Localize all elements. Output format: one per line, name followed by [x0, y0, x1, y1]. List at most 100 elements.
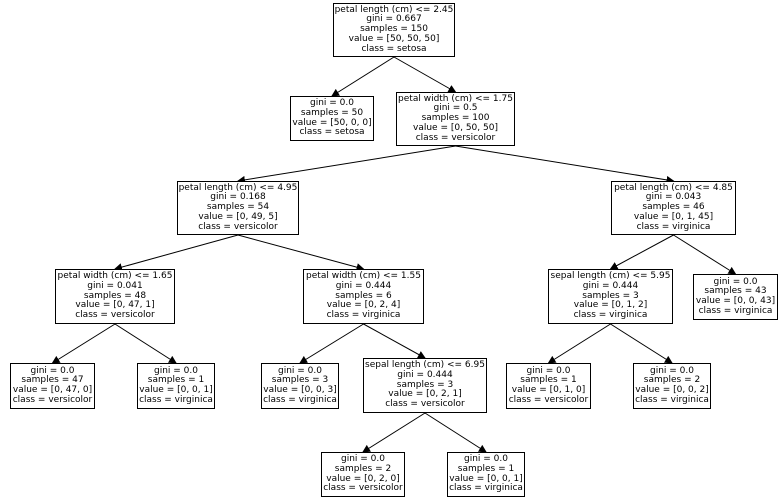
- node-line: samples = 2: [334, 463, 392, 474]
- node-line: class = virginica: [698, 305, 773, 316]
- node-line: gini = 0.0: [650, 365, 694, 376]
- node-line: value = [50, 50, 50]: [348, 33, 440, 44]
- node-line: samples = 1: [457, 463, 515, 474]
- tree-node-root: petal length (cm) <= 2.45 gini = 0.667 s…: [333, 3, 455, 57]
- node-line: class = virginica: [636, 221, 711, 232]
- node-line: gini = 0.0: [310, 98, 354, 109]
- node-line: petal width (cm) <= 1.75: [398, 93, 513, 104]
- node-line: gini = 0.667: [366, 14, 422, 25]
- node-line: petal length (cm) <= 2.45: [334, 4, 454, 15]
- node-line: petal width (cm) <= 1.65: [57, 271, 173, 282]
- tree-leaf-node: gini = 0.0 samples = 1 value = [0, 0, 1]…: [447, 452, 525, 497]
- node-line: samples = 150: [360, 24, 428, 35]
- tree-edge-arrow: [237, 145, 456, 184]
- node-line: class = virginica: [139, 394, 213, 405]
- node-line: class = virginica: [573, 310, 648, 321]
- tree-split-node: petal length (cm) <= 4.95 gini = 0.168 s…: [177, 181, 299, 235]
- tree-edge-arrow: [363, 323, 426, 359]
- tree-edge-arrow: [610, 323, 673, 364]
- tree-split-node: sepal length (cm) <= 6.95 gini = 0.444 s…: [363, 358, 487, 413]
- node-line: value = [0, 0, 1]: [139, 385, 213, 395]
- node-line: samples = 3: [271, 375, 329, 386]
- node-line: value = [0, 2, 0]: [326, 473, 400, 484]
- tree-edge-arrow: [51, 323, 116, 364]
- node-line: value = [0, 2, 1]: [388, 389, 462, 400]
- tree-edge-arrow: [331, 56, 395, 97]
- tree-leaf-node: gini = 0.0 samples = 47 value = [0, 47, …: [10, 363, 95, 409]
- node-line: class = virginica: [326, 310, 401, 321]
- tree-edge-arrow: [673, 234, 737, 275]
- tree-edge-arrow: [237, 234, 365, 272]
- node-line: class = virginica: [263, 394, 337, 405]
- node-line: samples = 100: [421, 113, 490, 124]
- node-line: value = [0, 2, 4]: [326, 300, 401, 311]
- node-line: value = [0, 0, 43]: [695, 296, 776, 306]
- node-line: samples = 43: [704, 286, 767, 297]
- node-line: gini = 0.0: [526, 365, 571, 376]
- tree-split-node: petal width (cm) <= 1.65 gini = 0.041 sa…: [55, 269, 175, 324]
- tree-edge-arrow: [424, 412, 487, 453]
- node-line: class = versicolor: [385, 399, 465, 410]
- tree-edge-arrow: [362, 412, 426, 453]
- node-line: gini = 0.444: [335, 280, 392, 291]
- node-line: value = [50, 0, 0]: [292, 117, 372, 128]
- tree-leaf-node: gini = 0.0 samples = 1 value = [0, 0, 1]…: [137, 363, 215, 409]
- node-line: samples = 54: [206, 202, 270, 213]
- node-line: samples = 48: [83, 290, 147, 301]
- node-line: value = [0, 47, 1]: [75, 300, 155, 311]
- node-line: sepal length (cm) <= 5.95: [550, 271, 671, 282]
- node-line: gini = 0.444: [582, 280, 639, 291]
- node-line: samples = 1: [520, 375, 577, 386]
- node-line: samples = 46: [642, 202, 705, 213]
- node-line: class = versicolor: [12, 394, 93, 405]
- node-line: value = [0, 47, 0]: [12, 385, 93, 395]
- tree-edge-arrow: [114, 323, 177, 364]
- tree-leaf-node: gini = 0.0 samples = 2 value = [0, 2, 0]…: [321, 452, 405, 497]
- node-line: gini = 0.0: [278, 365, 322, 376]
- node-line: gini = 0.0: [713, 276, 758, 287]
- node-line: petal length (cm) <= 4.85: [614, 182, 733, 193]
- node-line: samples = 6: [335, 290, 392, 301]
- tree-edge-arrow: [393, 56, 457, 93]
- tree-edge-arrow: [114, 234, 239, 271]
- node-line: sepal length (cm) <= 6.95: [365, 360, 485, 371]
- node-line: class = virginica: [449, 483, 523, 494]
- node-line: class = setosa: [361, 43, 427, 54]
- node-line: value = [0, 1, 0]: [511, 385, 586, 395]
- node-line: value = [0, 0, 3]: [263, 385, 337, 395]
- node-line: gini = 0.0: [341, 454, 385, 465]
- tree-edge-arrow: [299, 323, 364, 364]
- tree-leaf-node: gini = 0.0 samples = 50 value = [50, 0, …: [290, 96, 374, 141]
- node-line: value = [0, 49, 5]: [198, 211, 278, 222]
- node-line: class = versicolor: [198, 221, 278, 232]
- node-line: gini = 0.043: [645, 192, 702, 203]
- node-line: class = versicolor: [75, 310, 155, 321]
- node-line: gini = 0.0: [154, 365, 198, 376]
- tree-leaf-node: gini = 0.0 samples = 2 value = [0, 0, 2]…: [633, 363, 711, 409]
- node-line: class = setosa: [299, 127, 365, 138]
- node-line: petal width (cm) <= 1.55: [306, 271, 421, 282]
- tree-split-node: petal width (cm) <= 1.55 gini = 0.444 sa…: [303, 269, 424, 324]
- node-line: samples = 1: [147, 375, 205, 386]
- tree-leaf-node: gini = 0.0 samples = 1 value = [0, 1, 0]…: [506, 363, 591, 409]
- node-line: class = versicolor: [508, 394, 589, 405]
- tree-split-node: petal width (cm) <= 1.75 gini = 0.5 samp…: [396, 92, 515, 146]
- node-line: gini = 0.168: [210, 192, 266, 203]
- node-line: gini = 0.444: [397, 369, 453, 380]
- node-line: samples = 47: [21, 375, 84, 386]
- tree-leaf-node: gini = 0.0 samples = 43 value = [0, 0, 4…: [693, 274, 778, 320]
- node-line: petal length (cm) <= 4.95: [178, 182, 298, 193]
- tree-split-node: petal length (cm) <= 4.85 gini = 0.043 s…: [611, 181, 736, 235]
- node-line: class = versicolor: [415, 132, 496, 143]
- node-line: gini = 0.041: [87, 280, 143, 291]
- node-line: samples = 3: [582, 290, 639, 301]
- node-line: value = [0, 50, 50]: [413, 122, 498, 133]
- node-line: samples = 50: [300, 107, 364, 118]
- node-line: value = [0, 0, 1]: [449, 473, 523, 484]
- node-line: gini = 0.0: [464, 454, 508, 465]
- tree-split-node: sepal length (cm) <= 5.95 gini = 0.444 s…: [548, 269, 673, 324]
- tree-leaf-node: gini = 0.0 samples = 3 value = [0, 0, 3]…: [261, 363, 339, 409]
- node-line: gini = 0.5: [433, 103, 478, 114]
